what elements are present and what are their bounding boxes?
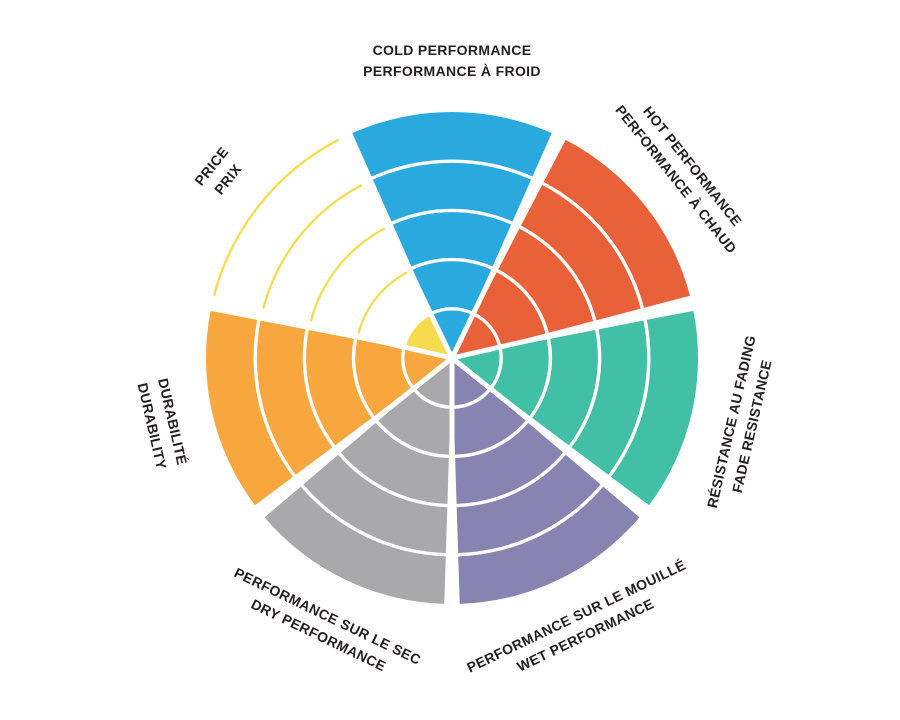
segment-wet-performance xyxy=(452,358,640,604)
dry-performance-ring-4-filled xyxy=(303,454,448,553)
fade-resistance-ring-4-filled xyxy=(571,320,648,475)
price-ring-2-outline xyxy=(357,271,408,334)
price-ring-3-outline xyxy=(309,227,386,322)
fade-resistance-ring-3-filled xyxy=(532,330,598,446)
hot-performance-ring-5-filled xyxy=(543,139,690,308)
fade-resistance-ring-5-filled xyxy=(611,310,698,506)
dry-performance-ring-5-filled xyxy=(264,486,446,604)
price-ring-5-outline xyxy=(212,138,339,297)
cold-performance-ring-1-filled xyxy=(432,310,472,358)
segment-dry-performance xyxy=(264,358,452,604)
segment-cold-performance xyxy=(352,112,552,358)
hot-performance-ring-3-filled xyxy=(498,228,594,333)
cold-performance-ring-4-filled xyxy=(372,162,532,222)
wet-performance-ring-1-filled xyxy=(452,358,489,406)
segment-divider xyxy=(256,356,454,515)
cold-performance-ring-3-filled xyxy=(392,212,512,267)
hot-performance-ring-4-filled xyxy=(520,184,641,321)
fade-resistance-ring-1-filled xyxy=(452,348,500,387)
hot-performance-ring-1-filled xyxy=(452,315,498,358)
segment-price xyxy=(212,138,452,358)
durability-ring-2-filled xyxy=(355,339,412,416)
dry-performance-ring-3-filled xyxy=(340,422,449,504)
segment-hot-performance xyxy=(452,139,690,358)
segment-durability xyxy=(206,310,452,506)
dry-performance-ring-2-filled xyxy=(378,390,451,455)
durability-ring-4-filled xyxy=(256,320,333,475)
wet-performance-ring-5-filled xyxy=(458,486,640,604)
cold-performance-ring-2-filled xyxy=(412,261,492,312)
segment-divider xyxy=(451,300,695,361)
segment-divider xyxy=(449,133,562,360)
center-dot xyxy=(449,355,455,361)
durability-ring-1-filled xyxy=(404,348,452,387)
label-line: PERFORMANCE À FROID xyxy=(363,63,541,79)
label-line: COLD PERFORMANCE xyxy=(372,42,532,58)
price-ring-1-filled xyxy=(406,315,452,358)
price-ring-4-outline xyxy=(262,183,363,309)
label-cold-performance: COLD PERFORMANCE PERFORMANCE À FROID xyxy=(363,40,541,82)
wet-performance-ring-3-filled xyxy=(455,422,564,504)
dry-performance-ring-1-filled xyxy=(415,358,452,406)
hot-performance-ring-2-filled xyxy=(475,272,546,346)
segment-divider xyxy=(209,300,453,361)
fade-resistance-ring-2-filled xyxy=(492,339,549,416)
durability-ring-5-filled xyxy=(206,310,293,506)
segment-fade-resistance xyxy=(452,310,698,506)
wet-performance-ring-4-filled xyxy=(456,454,601,553)
cold-performance-ring-5-filled xyxy=(352,112,552,177)
durability-ring-3-filled xyxy=(306,330,372,446)
segment-divider xyxy=(342,133,455,360)
segment-divider xyxy=(450,356,648,515)
wet-performance-ring-2-filled xyxy=(453,390,526,455)
